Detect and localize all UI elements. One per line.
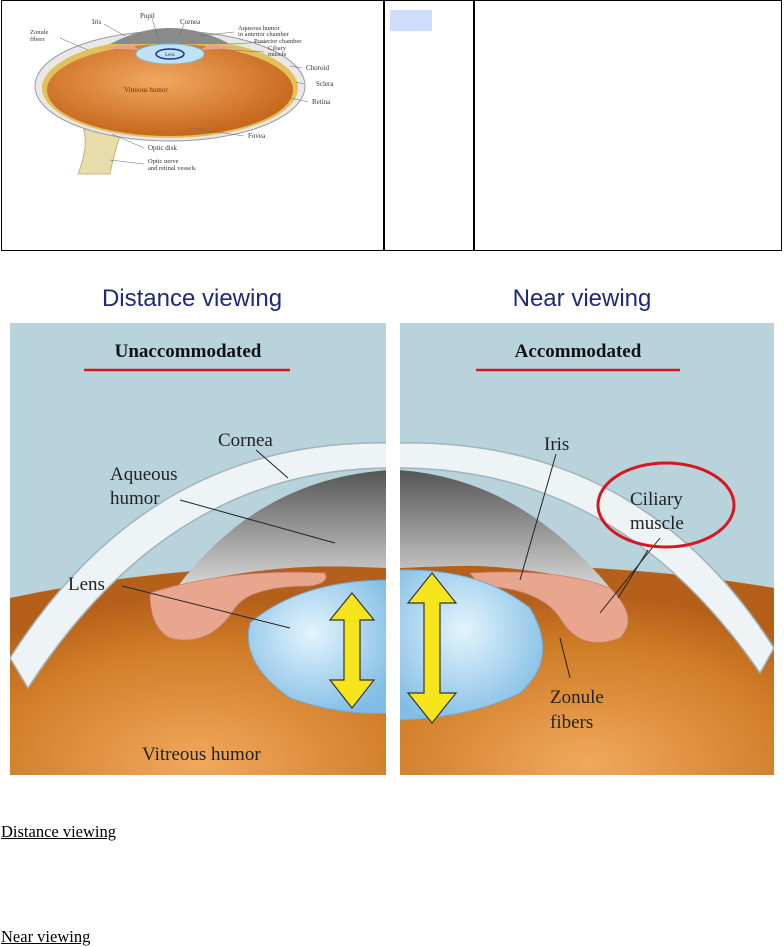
vitreous-label: Vitreous humor <box>142 744 261 765</box>
iris-label: Iris <box>544 434 569 455</box>
aqueous-label-line2: humor <box>110 488 160 509</box>
highlight-mark <box>390 10 432 31</box>
ciliary-label-line1: Ciliary <box>630 489 683 510</box>
zonule-label-line2: fibers <box>550 712 593 733</box>
near-viewing-heading: Near viewing <box>513 285 652 312</box>
pupil-label: Pupil <box>140 12 155 20</box>
lens-label: Lens <box>165 53 175 58</box>
zonule-label-line1: Zonule <box>550 687 604 708</box>
accommodated-label: Accommodated <box>515 341 642 362</box>
optic-disk-label: Optic disk <box>148 144 177 152</box>
cornea-label: Cornea <box>180 18 201 26</box>
posterior-chamber-label: Posterior chamber <box>254 38 302 45</box>
lens-label: Lens <box>68 574 105 595</box>
distance-viewing-heading: Distance viewing <box>102 285 282 312</box>
ciliary-highlight-circle <box>596 461 736 549</box>
ciliary-label-line2: muscle <box>630 513 684 534</box>
choroid-label: Choroid <box>306 64 329 72</box>
near-viewing-caption: Near viewing <box>1 927 91 946</box>
cornea-label: Cornea <box>218 430 273 451</box>
accommodated-panel: Iris Ciliary muscle Zonule fibers <box>400 323 774 775</box>
unaccommodated-label: Unaccommodated <box>115 341 262 362</box>
table-divider <box>383 1 385 250</box>
retina-label: Retina <box>312 98 331 106</box>
fovea-label: Fovea <box>248 132 266 140</box>
figure-table <box>1 0 782 251</box>
unaccommodated-panel: Cornea Aqueous humor Lens Vitreous humor <box>10 323 386 775</box>
aqueous-label-line1: Aqueous <box>110 464 178 485</box>
table-divider <box>473 1 475 250</box>
vitreous-label: Vitreous humor <box>124 86 168 94</box>
accommodation-figure: Distance viewing Near viewing Cornea Aqu… <box>10 285 774 775</box>
iris-label: Iris <box>92 18 102 26</box>
sclera-label: Sclera <box>316 80 334 88</box>
distance-viewing-caption: Distance viewing <box>1 822 117 841</box>
